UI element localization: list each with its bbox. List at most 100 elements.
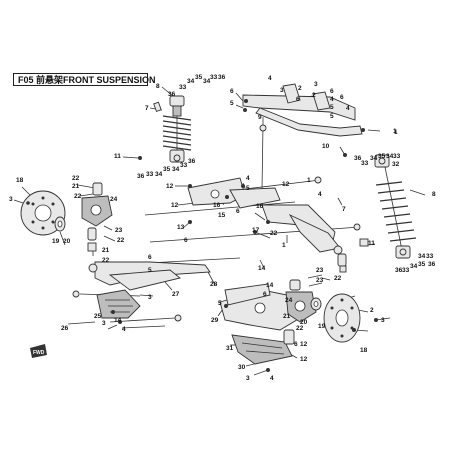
callout: 1 bbox=[394, 129, 398, 136]
left-steering-knuckle bbox=[81, 182, 113, 252]
right-steering-knuckle bbox=[283, 253, 347, 345]
callout: 34 bbox=[386, 153, 394, 160]
callout: 22 bbox=[270, 230, 278, 237]
callout: 14 bbox=[266, 282, 274, 289]
callout: 8 bbox=[156, 83, 160, 90]
callout: 22 bbox=[117, 237, 125, 244]
forward-direction-mark: FWD bbox=[30, 344, 47, 358]
forward-mark-text: FWD bbox=[33, 350, 45, 356]
callout: 21 bbox=[283, 313, 291, 320]
callout: 9 bbox=[258, 114, 262, 121]
lower-a-arm-right bbox=[219, 283, 301, 331]
callout: 4 bbox=[330, 96, 334, 103]
callout: 4 bbox=[268, 75, 272, 82]
callout: 34 bbox=[155, 171, 163, 178]
diagram-title: F05 前悬架FRONT SUSPENSION bbox=[18, 75, 156, 85]
callout: 5 bbox=[330, 113, 334, 120]
callout: 2 bbox=[370, 307, 374, 314]
callout: 7 bbox=[145, 105, 149, 112]
callout: 36 bbox=[354, 155, 362, 162]
callout: 15 bbox=[218, 212, 226, 219]
callout: 35 bbox=[195, 74, 203, 81]
callout: 1 bbox=[282, 242, 286, 249]
callout: 33 bbox=[426, 253, 434, 260]
callout-labels: 8 36 33 34 35 34 33 36 7 11 36 33 34 35 … bbox=[9, 74, 436, 382]
callout: 5 bbox=[330, 104, 334, 111]
callout: 18 bbox=[360, 347, 368, 354]
left-skid-plate bbox=[96, 289, 141, 319]
diagram-title-box: F05 前悬架FRONT SUSPENSION bbox=[13, 73, 156, 86]
callout: 35 bbox=[163, 166, 171, 173]
left-brake-disc bbox=[20, 190, 66, 236]
callout: 11 bbox=[368, 240, 375, 247]
callout: 29 bbox=[211, 317, 219, 324]
callout: 35 bbox=[418, 261, 426, 268]
callout: 2 bbox=[312, 92, 316, 99]
callout: 36 bbox=[137, 173, 145, 180]
callout: 6 bbox=[263, 291, 267, 298]
callout: 23 bbox=[316, 277, 324, 284]
callout: 21 bbox=[102, 247, 110, 254]
callout: 33 bbox=[180, 162, 188, 169]
callout: 21 bbox=[72, 183, 80, 190]
callout: 34 bbox=[187, 78, 195, 85]
callout: 6 bbox=[294, 341, 298, 348]
callout: 5 bbox=[218, 300, 222, 307]
callout: 6 bbox=[340, 94, 344, 101]
callout: 17 bbox=[252, 227, 260, 234]
callout: 6 bbox=[148, 254, 152, 261]
callout: 11 bbox=[114, 153, 121, 160]
callout: 6 bbox=[296, 96, 300, 103]
callout: 36 bbox=[188, 158, 196, 165]
lower-a-arm-left bbox=[88, 261, 211, 291]
callout: 4 bbox=[346, 105, 350, 112]
callout: 36 bbox=[168, 91, 176, 98]
callout: 1 bbox=[393, 128, 397, 135]
callout: 8 bbox=[432, 191, 436, 198]
callout: 32 bbox=[392, 161, 400, 168]
callout: 36 bbox=[395, 267, 403, 274]
callout: 33 bbox=[393, 153, 401, 160]
callout: 33 bbox=[210, 74, 218, 81]
callout: 34 bbox=[370, 155, 378, 162]
callout: 24 bbox=[285, 297, 293, 304]
callout: 22 bbox=[296, 325, 304, 332]
callout: 3 bbox=[314, 81, 318, 88]
callout: 14 bbox=[114, 317, 122, 324]
callout: 22 bbox=[334, 275, 342, 282]
callout: 10 bbox=[322, 143, 330, 150]
right-skid-plate bbox=[231, 334, 293, 365]
callout: 19 bbox=[52, 238, 60, 245]
callout: 19 bbox=[318, 323, 326, 330]
callout: 4 bbox=[246, 175, 250, 182]
callout: 22 bbox=[102, 257, 110, 264]
callout: 3 bbox=[102, 320, 106, 327]
callout: 20 bbox=[300, 319, 308, 326]
callout: 24 bbox=[110, 196, 118, 203]
callout: 4 bbox=[270, 375, 274, 382]
callout: 3 bbox=[246, 375, 250, 382]
callout: 6 bbox=[330, 88, 334, 95]
callout: 34 bbox=[418, 253, 426, 260]
callout: 22 bbox=[72, 175, 80, 182]
callout: 33 bbox=[179, 84, 187, 91]
upper-a-arm-left bbox=[187, 177, 281, 209]
callout: 14 bbox=[258, 265, 266, 272]
callout: 28 bbox=[210, 281, 218, 288]
right-brake-disc bbox=[310, 293, 361, 343]
callout: 33 bbox=[146, 171, 154, 178]
frame-cross-member bbox=[242, 83, 363, 191]
callout: 16 bbox=[213, 202, 221, 209]
callout: 12 bbox=[300, 341, 308, 348]
callout: 12 bbox=[171, 202, 179, 209]
callout: 18 bbox=[16, 177, 24, 184]
callout: 3 bbox=[381, 317, 385, 324]
callout: 5 bbox=[230, 100, 234, 107]
fasteners bbox=[26, 128, 378, 372]
callout: 5 bbox=[148, 267, 152, 274]
callout: 33 bbox=[402, 267, 410, 274]
callout: 12 bbox=[166, 183, 174, 190]
callout: 3 bbox=[9, 196, 13, 203]
callout: 3 bbox=[280, 87, 284, 94]
callout: 3 bbox=[148, 294, 152, 301]
